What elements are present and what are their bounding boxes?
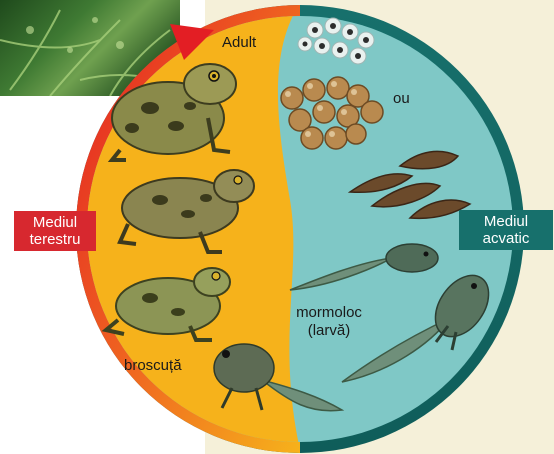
tag-terrestrial-environment: Mediul terestru	[14, 211, 96, 251]
label-adult: Adult	[222, 34, 256, 52]
label-tadpole-line2: (larvă)	[284, 322, 374, 340]
label-tadpole-line1: mormoloc	[284, 304, 374, 322]
label-tadpole: mormoloc (larvă)	[284, 304, 374, 340]
tag-aquatic-line2: acvatic	[465, 230, 547, 247]
tag-aquatic-environment: Mediul acvatic	[459, 210, 553, 250]
tag-terrestrial-line2: terestru	[20, 231, 90, 248]
label-egg: ou	[393, 90, 410, 108]
label-froglet: broscuță	[124, 357, 182, 375]
tag-aquatic-line1: Mediul	[465, 213, 547, 230]
tag-terrestrial-line1: Mediul	[20, 214, 90, 231]
